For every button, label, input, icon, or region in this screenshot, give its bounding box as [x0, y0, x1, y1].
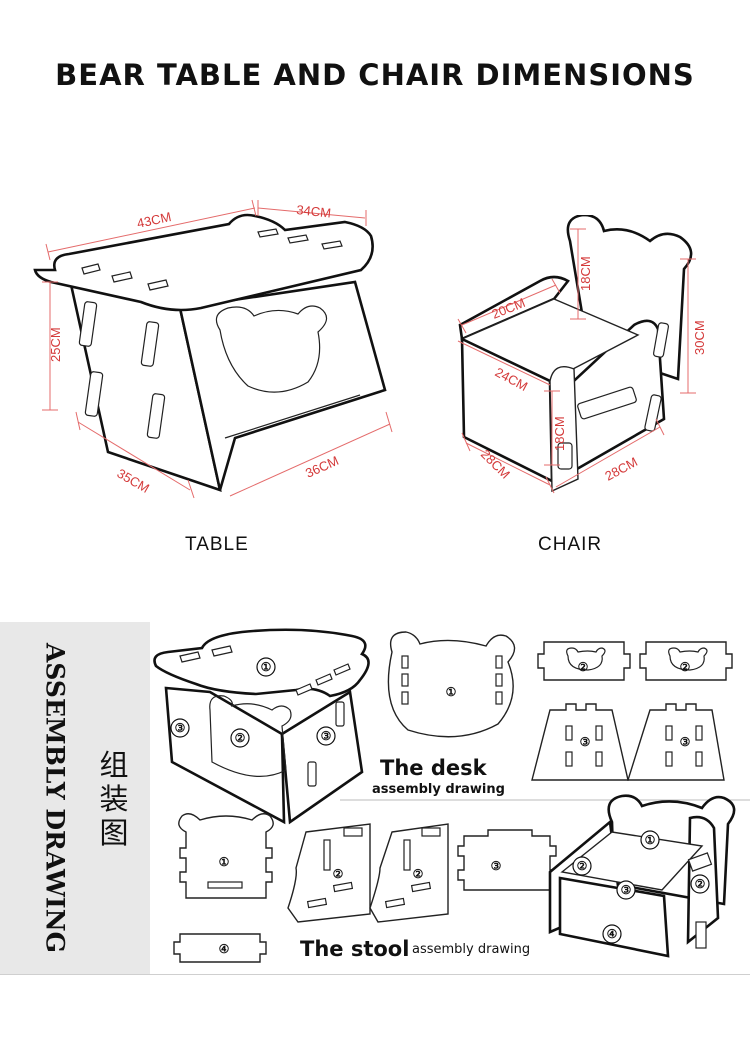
desk-top-num: ① [446, 685, 457, 699]
chair-arm-peg [644, 394, 662, 432]
chair-left-arm [458, 275, 570, 341]
desk-part-3a: ③ [175, 721, 186, 735]
stool-seat-num: ④ [219, 942, 230, 956]
table-dim-34: 34CM [296, 202, 332, 221]
table-dimension-lines [42, 199, 393, 499]
chair-dimension-lines [457, 228, 696, 494]
stool-assembled-num-1: ① [645, 833, 656, 847]
stool-back-part: ① [178, 813, 274, 899]
chair-dim-base-right: 28CM [602, 454, 640, 484]
zh-char-3: 图 [99, 816, 129, 850]
assembly-drawing: ① ③ ② ③ ① ② ② ③ ③ [153, 628, 750, 963]
desk-side-num-2: ② [680, 660, 691, 674]
zh-char-2: 装 [99, 782, 129, 816]
stool-sublabel: assembly drawing [412, 942, 531, 957]
table-dim-25: 25CM [48, 327, 63, 362]
stool-arm-num-2: ② [413, 867, 424, 881]
stool-back-num: ① [219, 855, 230, 869]
chair-front-peg [557, 442, 573, 470]
stool-front-part: ③ [457, 829, 557, 891]
table-dim-36: 36CM [303, 453, 341, 481]
desk-leg-num-2: ③ [680, 735, 691, 749]
desk-side-num-1: ② [578, 660, 589, 674]
table-right-side [178, 280, 387, 491]
stool-assembled: ① ② ② ③ ④ [548, 794, 736, 958]
desk-leg-num-1: ③ [580, 735, 591, 749]
table-dimension-drawing: 43CM 34CM 25CM 35CM 36CM [33, 199, 393, 499]
table-side-slots [78, 301, 166, 439]
stool-arm-num-1: ② [333, 867, 344, 881]
desk-top-part: ① [387, 631, 516, 738]
table-dim-35: 35CM [115, 466, 153, 496]
stool-assembled-num-2b: ② [695, 877, 706, 891]
chair-dim-back: 18CM [578, 256, 593, 291]
stool-arm-parts: ② ② [287, 823, 449, 923]
table-caption: TABLE [185, 534, 249, 555]
bottom-divider [0, 974, 750, 975]
table-dim-43: 43CM [136, 209, 173, 231]
table-under-rail [224, 394, 361, 439]
chair-caption: CHAIR [538, 534, 603, 555]
stool-seat-part: ④ [173, 933, 267, 963]
desk-assembled: ① ③ ② ③ [153, 628, 370, 825]
page-title: BEAR TABLE AND CHAIR DIMENSIONS [55, 58, 695, 92]
stool-assembled-num-3: ③ [621, 883, 632, 897]
stool-assembled-num-4: ④ [607, 927, 618, 941]
desk-part-2: ② [235, 731, 246, 745]
stool-label: The stool [300, 937, 410, 961]
assembly-zh-title: 组 装 图 [99, 748, 129, 850]
desk-part-1: ① [261, 660, 272, 674]
stool-assembled-num-2a: ② [577, 859, 588, 873]
chair-dim-height: 30CM [692, 320, 707, 355]
desk-leg-panels: ③ ③ [531, 703, 725, 781]
stool-front-num: ③ [491, 859, 502, 873]
table-top-slots [81, 228, 343, 291]
zh-char-1: 组 [99, 748, 129, 782]
chair-arm-slot [577, 386, 637, 420]
assembly-vertical-title: ASSEMBLY DRAWING [40, 643, 70, 953]
chair-dim-front: 18CM [552, 416, 567, 451]
desk-part-3b: ③ [321, 729, 332, 743]
chair-dimension-drawing: 18CM 30CM 20CM 24CM 18CM 28CM 28CM [457, 215, 707, 494]
chair-arm-peg-top [652, 322, 670, 358]
table-bear-window [215, 305, 328, 393]
desk-label: The desk [380, 756, 487, 780]
desk-sublabel: assembly drawing [372, 782, 505, 797]
desk-side-panels: ② ② [537, 641, 733, 681]
assembly-side-panel [0, 622, 150, 974]
